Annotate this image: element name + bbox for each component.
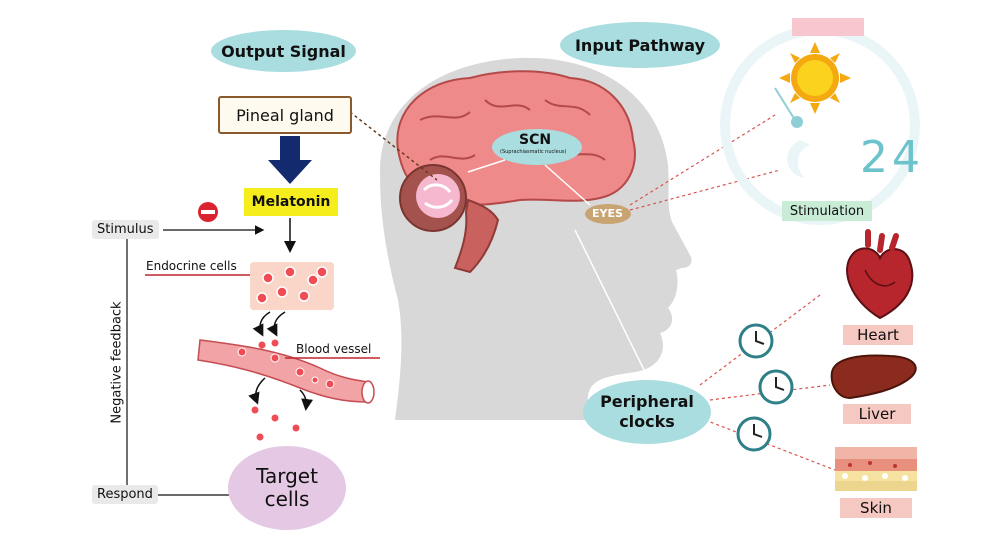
eyes-oval [585,204,631,224]
peripheral-clocks-oval: Peripheral clocks [583,380,711,444]
liver-icon [830,354,917,400]
pineal-gland-label: Pineal gland [236,105,334,125]
vessel-opening [361,380,375,404]
blood-cells [237,347,335,389]
output-signal-oval: Output Signal [211,30,356,72]
scn-pineal-line [467,159,506,173]
clock-icon-skin [736,416,772,452]
hormone-dot [257,340,267,350]
clock-icon-heart [738,323,774,359]
sun-icon [779,42,851,114]
eye-sun-line [629,114,776,206]
brain-folds [419,99,606,161]
input-pathway-label: Input Pathway [574,35,706,55]
melatonin-label: Melatonin [251,194,331,210]
scn-label: SCN [519,132,552,148]
clock-hand [774,87,796,121]
melatonin-box: Melatonin [244,188,338,216]
inhibition-minus-icon [198,202,218,222]
target-cells-label: Target cells [256,464,318,511]
stimulation-box: Stimulation [782,201,872,221]
clock-center [791,116,803,128]
stimulus-label: Stimulus [92,220,159,239]
heart-icon [846,229,914,320]
peripheral-clocks-label: Peripheral clocks [600,392,694,431]
heart-tag: Heart [843,325,913,345]
scn-oval [492,129,582,165]
secretion-arrow-2 [266,311,286,337]
secretion-arrow-1 [252,311,271,337]
negative-feedback-label: Negative feedback [109,301,125,424]
endocrine-cell-dots [256,266,328,304]
pineal-gland-box: Pineal gland [218,96,352,134]
liver-tag: Liver [843,404,911,424]
eyes-label: EYES [592,207,623,220]
cerebellum-inner [416,174,460,218]
skin-label: Skin [860,499,892,517]
heart-label: Heart [857,326,899,344]
blood-vessel-label: Blood vessel [296,342,372,356]
pineal-connector [349,111,438,181]
stimulation-label: Stimulation [789,203,865,219]
scn-full-label: (Suprachiasmatic nucleus) [500,149,567,155]
clock-24-label: 24 [860,132,924,183]
skin-tag: Skin [840,498,912,518]
target-cells-oval: Target cells [228,446,346,530]
pineal-to-melatonin-arrow [268,136,312,184]
input-pathway-oval: Input Pathway [560,22,720,68]
respond-label: Respond [92,485,158,504]
scn-eye-line [544,164,591,206]
vessel-exit-arrow-1 [248,377,266,405]
pc-line-skin [704,419,836,471]
liver-label: Liver [858,405,896,423]
scn-peripheral-line [574,229,649,379]
moon-icon [787,140,810,178]
eye-moon-line [629,169,781,211]
vessel-exit-arrow-2 [299,389,314,411]
pink-bar [792,18,864,36]
output-signal-label: Output Signal [221,41,346,61]
skin-icon [835,447,917,491]
endocrine-cells-label: Endocrine cells [146,259,237,273]
hormone-dot [270,338,280,348]
cerebellum-folds [422,183,454,209]
clock-icon-liver [758,369,794,405]
negative-feedback-loop [126,238,162,496]
brainstem [453,198,500,274]
